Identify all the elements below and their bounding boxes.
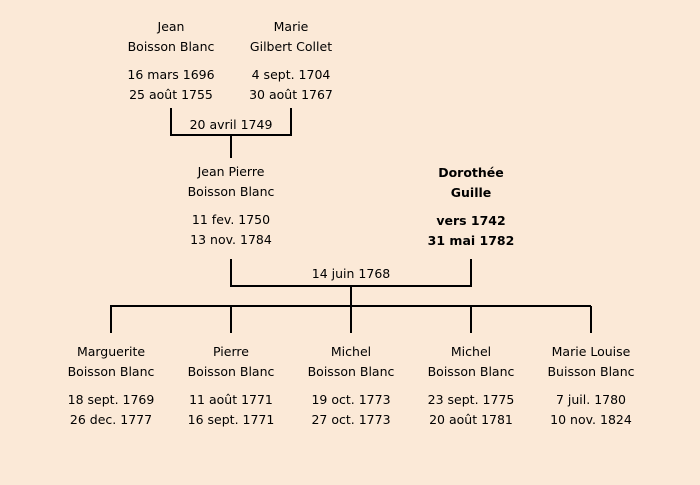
first-name: Michel [330,344,372,359]
death-date: 26 dec. 1777 [69,412,153,427]
last-name: Buisson Blanc [547,364,635,379]
last-name: Boisson Blanc [67,364,155,379]
person-child: Marguerite Boisson Blanc 18 sept. 1769 2… [36,342,186,430]
death-date: 25 août 1755 [129,87,213,102]
first-name: Pierre [213,344,249,359]
death-date: 16 sept. 1771 [187,412,275,427]
death-date: 20 août 1781 [429,412,513,427]
first-name: Jean Pierre [197,164,265,179]
person-jean: Jean Boisson Blanc 16 mars 1696 25 août … [96,17,246,105]
first-name: Marie Louise [551,344,631,359]
person-child: Michel Boisson Blanc 23 sept. 1775 20 ao… [396,342,546,430]
birth-date: 23 sept. 1775 [427,392,515,407]
death-date: 27 oct. 1773 [311,412,391,427]
birth-date: 19 oct. 1773 [311,392,391,407]
first-name: Marie [273,19,309,34]
last-name: Gilbert Collet [249,39,333,54]
person-child: Marie Louise Buisson Blanc 7 juil. 1780 … [516,342,666,430]
birth-date: 16 mars 1696 [127,67,215,82]
last-name: Boisson Blanc [427,364,515,379]
first-name: Michel [450,344,492,359]
person-child: Pierre Boisson Blanc 11 août 1771 16 sep… [156,342,306,430]
last-name: Boisson Blanc [187,364,275,379]
last-name: Guille [450,185,492,200]
first-name: Marguerite [76,344,146,359]
death-date: 31 mai 1782 [427,233,515,248]
birth-date: 11 août 1771 [189,392,273,407]
person-dorothee: Dorothée Guille vers 1742 31 mai 1782 [396,163,546,251]
last-name: Boisson Blanc [127,39,215,54]
birth-date: 4 sept. 1704 [251,67,331,82]
first-name: Jean [157,19,185,34]
grandparents-marriage-date: 20 avril 1749 [189,117,273,132]
death-date: 10 nov. 1824 [550,412,632,427]
death-date: 30 août 1767 [249,87,333,102]
birth-date: 18 sept. 1769 [67,392,155,407]
first-name: Dorothée [438,165,504,180]
last-name: Boisson Blanc [187,184,275,199]
parents-marriage-date: 14 juin 1768 [311,266,391,281]
last-name: Boisson Blanc [307,364,395,379]
death-date: 13 nov. 1784 [190,232,272,247]
person-marie: Marie Gilbert Collet 4 sept. 1704 30 aoû… [216,17,366,105]
person-child: Michel Boisson Blanc 19 oct. 1773 27 oct… [276,342,426,430]
person-jean-pierre: Jean Pierre Boisson Blanc 11 fev. 1750 1… [156,162,306,250]
birth-date: 11 fev. 1750 [191,212,271,227]
birth-date: vers 1742 [436,213,506,228]
birth-date: 7 juil. 1780 [555,392,627,407]
